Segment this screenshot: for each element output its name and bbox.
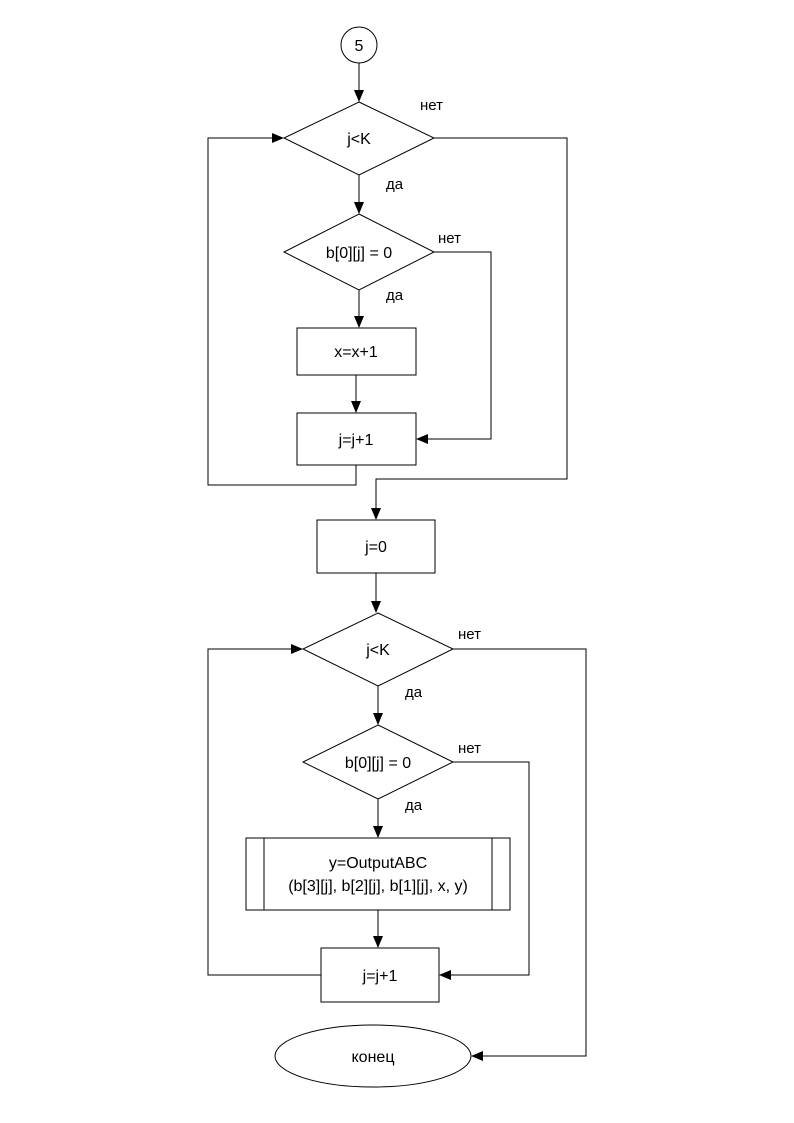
loop1-increment-j-box: j=j+1: [296, 412, 417, 466]
reset-j-box: j=0: [316, 519, 436, 574]
loop2-increment-j-text: j=j+1: [362, 968, 398, 985]
arrow-down-icon: [373, 826, 383, 838]
loop2-no-label: нет: [458, 626, 481, 643]
arrow-down-icon: [354, 202, 364, 214]
loop1-inner-condition-diamond: b[0][j] = 0: [282, 213, 436, 291]
end-terminator: конец: [274, 1024, 472, 1088]
loop1-no-label: нет: [420, 97, 443, 114]
loop1-yes-label: да: [386, 176, 404, 193]
loop1-exit-line: [375, 137, 568, 512]
reset-j-text: j=0: [364, 539, 387, 556]
loop1-increment-j-text: j=j+1: [338, 432, 374, 449]
loop1-back-line: [207, 137, 357, 486]
loop1-inner-no-label: нет: [438, 230, 461, 247]
loop2-inner-yes-label: да: [405, 797, 423, 814]
loop1-inner-no-line: [424, 251, 492, 440]
loop1-increment-x-box: x=x+1: [296, 327, 417, 376]
output-abc-line1: y=OutputABC: [329, 855, 427, 872]
end-terminator-text: конец: [352, 1049, 395, 1066]
loop2-increment-j-box: j=j+1: [320, 947, 440, 1003]
loop2-condition-diamond: j<K: [301, 612, 455, 687]
loop2-yes-label: да: [405, 684, 423, 701]
start-connector: 5: [340, 26, 378, 64]
arrow-down-icon: [373, 936, 383, 948]
arrow-down-icon: [373, 713, 383, 725]
output-abc-line2: (b[3][j], b[2][j], b[1][j], x, y): [288, 878, 468, 895]
loop2-inner-no-label: нет: [458, 740, 481, 757]
arrow-down-icon: [371, 508, 381, 520]
loop2-back-line: [207, 648, 321, 976]
loop1-inner-condition-text: b[0][j] = 0: [326, 245, 392, 262]
arrow-down-icon: [354, 90, 364, 102]
start-connector-label: 5: [355, 38, 364, 55]
arrow-left-icon: [471, 1051, 483, 1061]
loop1-inner-yes-label: да: [386, 287, 404, 304]
arrow-left-icon: [439, 970, 451, 980]
arrow-right-icon: [272, 133, 284, 143]
loop1-condition-diamond: j<K: [282, 101, 436, 176]
loop2-condition-text: j<K: [365, 642, 390, 659]
arrow-left-icon: [416, 434, 428, 444]
loop1-condition-text: j<K: [346, 131, 371, 148]
loop2-inner-no-line: [447, 761, 530, 976]
arrow-down-icon: [351, 401, 361, 413]
arrow-down-icon: [371, 601, 381, 613]
loop2-inner-condition-diamond: b[0][j] = 0: [301, 724, 455, 800]
arrow-down-icon: [354, 316, 364, 328]
loop1-increment-x-text: x=x+1: [334, 344, 378, 361]
arrow-right-icon: [291, 644, 303, 654]
output-abc-process-box: y=OutputABC (b[3][j], b[2][j], b[1][j], …: [245, 837, 511, 911]
loop2-exit-line: [453, 648, 587, 1057]
loop2-inner-condition-text: b[0][j] = 0: [345, 755, 411, 772]
